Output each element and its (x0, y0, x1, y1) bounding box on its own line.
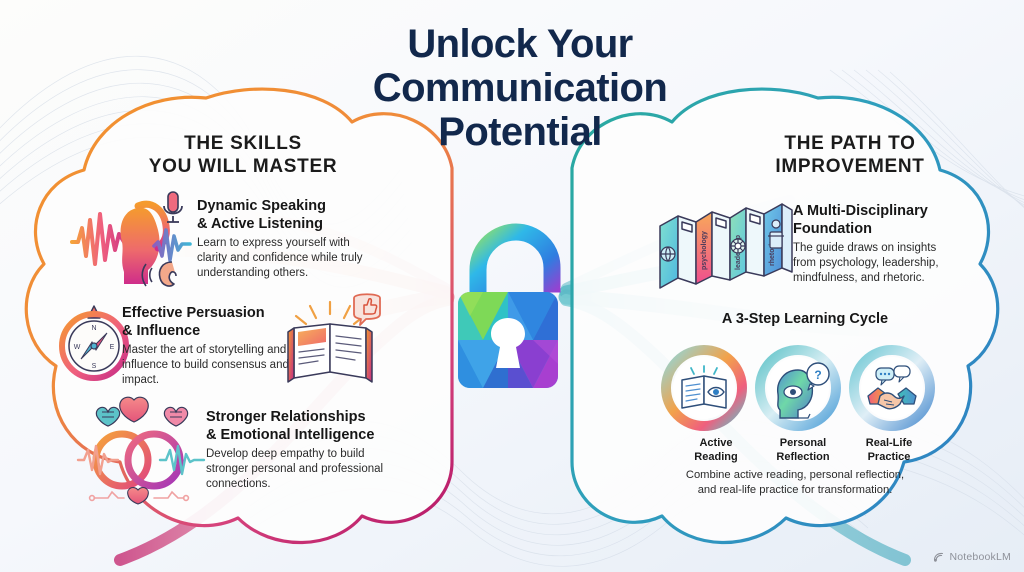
skill-title-line-2: & Emotional Intelligence (206, 426, 375, 443)
skill-block-effective-persuasion: Effective Persuasion & Influence Master … (122, 305, 290, 388)
skill-title: Effective Persuasion & Influence (122, 305, 290, 340)
cycle-step-label-active-reading: Active Reading (673, 437, 759, 465)
skill-block-dynamic-speaking: Dynamic Speaking & Active Listening Lear… (197, 198, 373, 281)
skill-title-line-1: Effective Persuasion (122, 305, 265, 321)
left-panel-header: THE SKILLS YOU WILL MASTER (128, 132, 358, 178)
compass-icon: N S W E (52, 300, 136, 384)
right-panel-header: THE PATH TO IMPROVEMENT (735, 132, 965, 178)
head-question-icon: ? (777, 362, 830, 419)
skill-title: Dynamic Speaking & Active Listening (197, 198, 373, 233)
cycle-step-label-line-1: Personal (779, 437, 827, 449)
svg-text:?: ? (814, 368, 821, 382)
skill-description: Develop deep empathy to build stronger p… (206, 448, 384, 491)
cycle-step-label-line-1: Real-Life (865, 437, 913, 449)
title-line-1: Unlock Your (407, 22, 633, 66)
skill-title: Stronger Relationships & Emotional Intel… (206, 409, 386, 444)
notebooklm-label: NotebookLM (949, 551, 1011, 563)
path-title: A Multi-Disciplinary Foundation (793, 203, 943, 238)
stack-of-books-icon: psychology leadership rhetoric (652, 192, 798, 294)
title-line-2: Communication (372, 66, 668, 110)
svg-text:N: N (91, 325, 96, 332)
cycle-title: A 3-Step Learning Cycle (721, 311, 889, 327)
learning-cycle-icons: ? (660, 340, 936, 436)
svg-text:W: W (74, 344, 81, 351)
handshake-icon (867, 365, 917, 410)
path-block-foundation: A Multi-Disciplinary Foundation The guid… (793, 203, 943, 286)
cycle-caption-line-2: and real-life practice for transformatio… (697, 483, 893, 496)
skill-title-line-2: & Active Listening (197, 215, 323, 232)
right-header-line-2: IMPROVEMENT (775, 156, 925, 178)
book-spine-label: psychology (701, 231, 708, 270)
right-header-line-1: THE PATH TO (784, 133, 916, 154)
notebooklm-watermark: NotebookLM (933, 551, 1011, 563)
cycle-step-label-personal-reflection: Personal Reflection (760, 437, 846, 465)
skill-title-line-1: Dynamic Speaking (197, 198, 326, 214)
interlocking-rings-icon (72, 396, 212, 508)
skill-description: Learn to express yourself with clarity a… (197, 237, 363, 280)
path-description: The guide draws on insights from psychol… (793, 242, 939, 285)
open-book-eye-icon (681, 365, 727, 409)
page-title: Unlock Your Communication Potential (330, 22, 710, 154)
cycle-step-label-real-life-practice: Real-Life Practice (846, 437, 932, 465)
svg-text:E: E (110, 344, 115, 351)
path-title-line-2: Foundation (793, 220, 872, 237)
open-padlock-icon (444, 222, 572, 402)
cycle-caption: Combine active reading, personal reflect… (665, 468, 925, 498)
cycle-step-label-line-2: Practice (867, 450, 911, 463)
book-spine-label: rhetoric (769, 240, 776, 266)
notebooklm-logo-icon (933, 551, 945, 563)
skill-title-line-2: & Influence (122, 322, 201, 339)
title-line-3: Potential (438, 110, 602, 154)
left-header-line-1: THE SKILLS (184, 133, 302, 154)
skill-block-stronger-relationships: Stronger Relationships & Emotional Intel… (206, 409, 386, 492)
path-title-line-1: A Multi-Disciplinary (793, 203, 928, 219)
cycle-step-label-line-2: Reading (694, 450, 738, 463)
cycle-step-label-line-1: Active (699, 437, 733, 449)
cycle-step-label-line-2: Reflection (776, 450, 830, 463)
cycle-caption-line-1: Combine active reading, personal reflect… (685, 469, 905, 481)
open-book-thumbsup-icon (278, 292, 388, 388)
svg-text:S: S (92, 363, 97, 370)
left-header-line-2: YOU WILL MASTER (148, 156, 338, 178)
skill-title-line-1: Stronger Relationships (206, 409, 366, 425)
skill-description: Master the art of storytelling and influ… (122, 344, 289, 387)
speaking-listening-icon (62, 184, 202, 296)
